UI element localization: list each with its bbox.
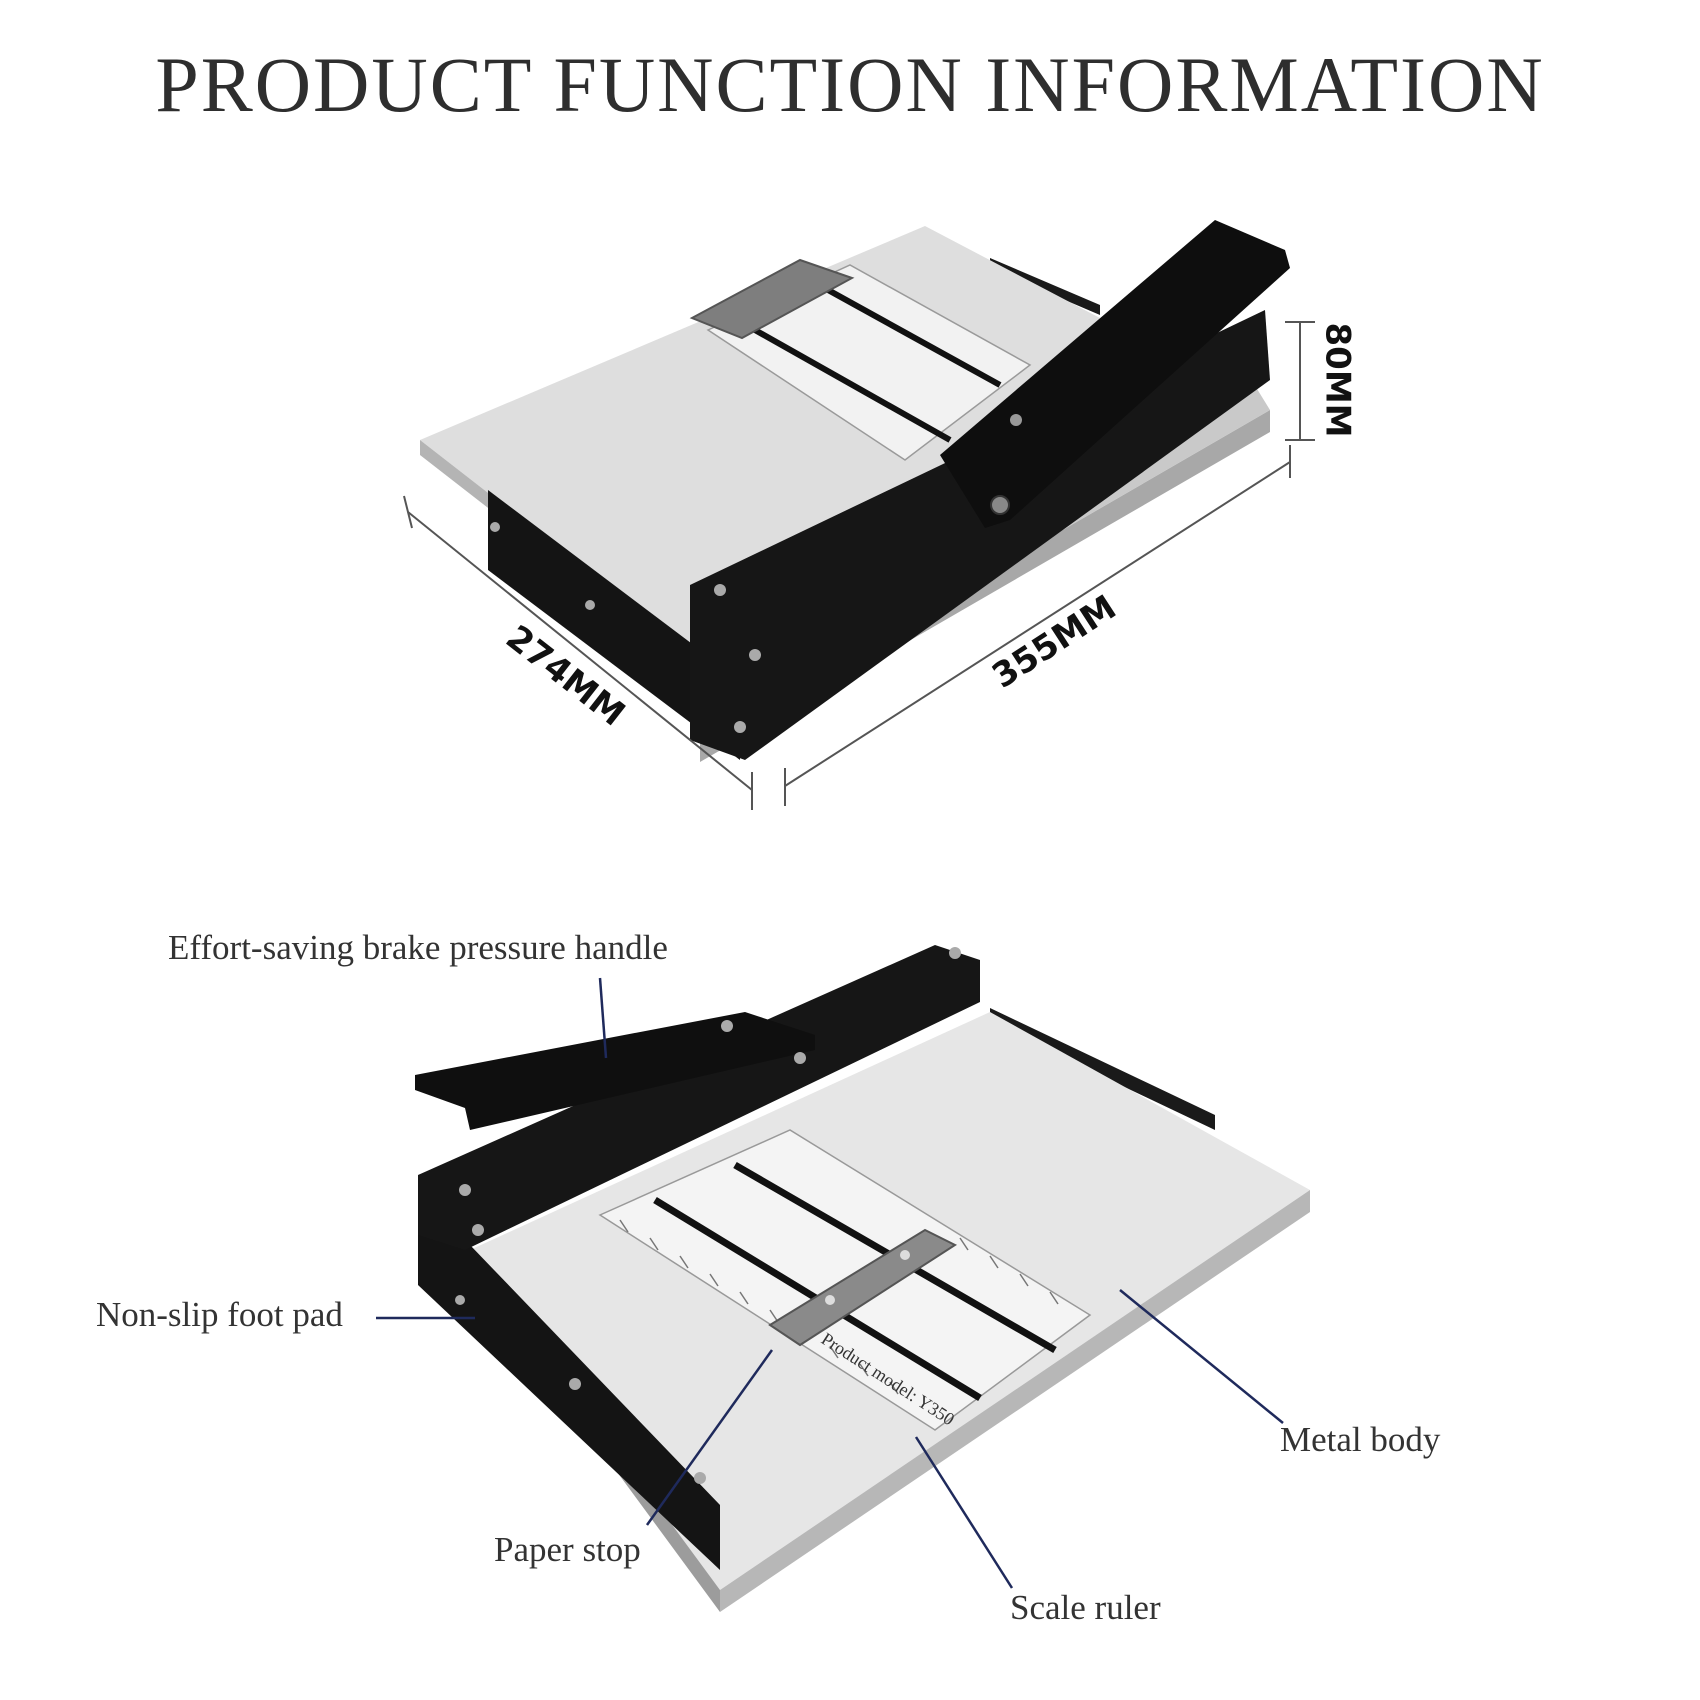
top-slot-1 <box>808 277 1002 388</box>
callout-foot-pad: Non-slip foot pad <box>96 1295 343 1334</box>
bottom-bolt <box>472 1224 484 1236</box>
top-bolt <box>490 522 500 532</box>
bottom-handle <box>415 1012 815 1130</box>
top-machine <box>420 220 1290 762</box>
callout-metal-body: Metal body <box>1280 1420 1441 1459</box>
dimension-lines <box>403 321 1315 810</box>
top-handle-bolt <box>1010 414 1022 426</box>
bottom-handle-bolt <box>721 1020 733 1032</box>
bottom-paper-stop <box>768 1228 958 1347</box>
top-rear-bar <box>990 258 1100 315</box>
top-bolt <box>734 721 746 733</box>
dim-line-width <box>407 511 753 791</box>
bottom-rear-bar <box>990 1008 1215 1130</box>
callout-paper-stop: Paper stop <box>494 1530 641 1569</box>
dimension-height: 80MM <box>1317 322 1358 438</box>
callout-handle: Effort-saving brake pressure handle <box>168 928 668 967</box>
top-bolt <box>585 600 595 610</box>
leader-paper-stop <box>645 1349 774 1526</box>
leader-scale-ruler <box>914 1436 1014 1589</box>
bottom-pivot-bolt <box>794 1052 806 1064</box>
top-paper-stop <box>689 258 855 340</box>
top-pivot-bolt <box>990 495 1010 515</box>
bottom-left-frame <box>418 1230 720 1570</box>
top-bolt <box>714 584 726 596</box>
top-slot-2 <box>753 327 952 443</box>
top-front-frame <box>488 490 740 760</box>
dim-line-length <box>784 461 1291 787</box>
paper-stop-screw <box>900 1250 910 1260</box>
paper-stop-screw <box>825 1295 835 1305</box>
bottom-bolt <box>455 1295 465 1305</box>
page-title: PRODUCT FUNCTION INFORMATION <box>155 41 1545 128</box>
callout-leaders <box>376 977 1284 1589</box>
callout-scale-ruler: Scale ruler <box>1010 1588 1161 1627</box>
top-blade-arm <box>690 310 1270 760</box>
bottom-blade-bar <box>418 945 980 1250</box>
bottom-bolt <box>459 1184 471 1196</box>
leader-metal-body <box>1119 1289 1284 1424</box>
bottom-base-plate-edge <box>720 1190 1310 1612</box>
top-handle <box>940 220 1290 528</box>
leader-handle <box>598 977 608 1059</box>
bottom-machine: Product model: Y350 <box>415 945 1310 1612</box>
top-work-plate <box>420 226 1180 650</box>
bottom-bolt <box>569 1378 581 1390</box>
bottom-bolt <box>949 947 961 959</box>
dim-tick <box>403 495 413 529</box>
bottom-bolt <box>694 1472 706 1484</box>
top-bolt <box>749 649 761 661</box>
